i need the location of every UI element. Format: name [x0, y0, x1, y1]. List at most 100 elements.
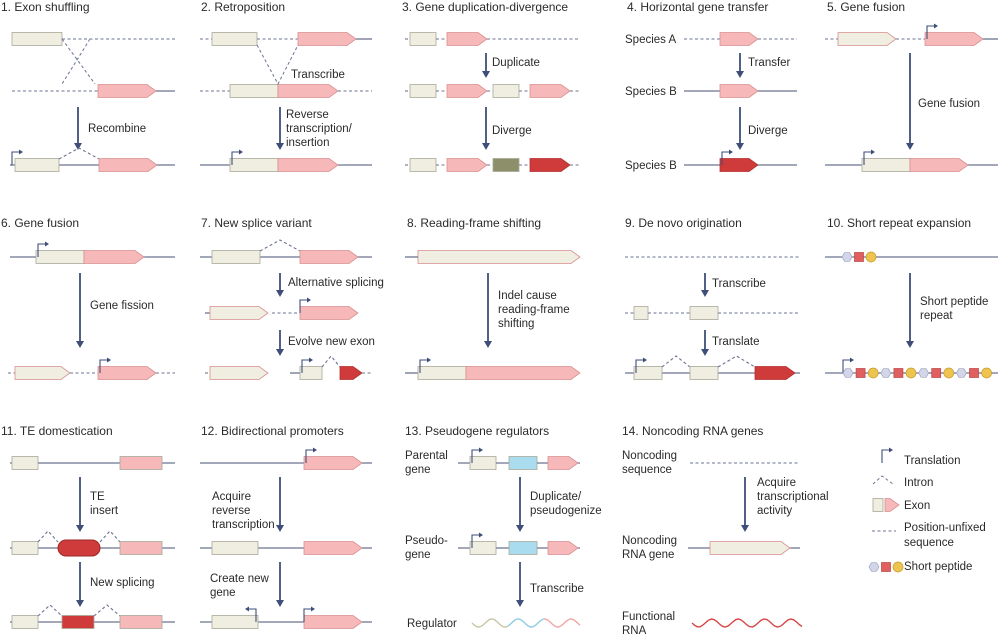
process-label: Evolve new exon — [288, 336, 375, 348]
translation-arrow — [248, 608, 257, 622]
panel-title: 7. New splice variant — [201, 216, 312, 230]
legend-exon-label: Exon — [904, 500, 930, 512]
process-label: Transfer — [748, 57, 791, 69]
exon-box — [689, 306, 719, 320]
process-label: Reverse — [286, 109, 329, 121]
translation-arrow — [99, 359, 108, 373]
peptide-square — [854, 252, 864, 262]
exon-box — [409, 32, 437, 46]
process-label: TE — [90, 491, 105, 503]
process-label: Indel cause — [498, 290, 557, 302]
translation-arrow-head — [239, 149, 243, 155]
regulator-rna — [471, 618, 509, 628]
diagram-shapes — [8, 23, 998, 629]
process-label: sequence — [622, 464, 672, 476]
translation-arrow — [926, 25, 935, 39]
translation-arrow-head — [729, 149, 733, 155]
panel-title: 14. Noncoding RNA genes — [622, 424, 763, 438]
process-label: gene — [405, 549, 431, 561]
process-label: Noncoding — [622, 535, 677, 547]
process-label: Regulator — [407, 618, 457, 630]
exon-arrow — [277, 84, 339, 98]
translation-arrow — [301, 359, 310, 373]
exon-arrow — [299, 306, 359, 320]
process-label: Create new — [210, 573, 270, 585]
process-label: pseudogenize — [530, 505, 602, 517]
process-arrow-head — [736, 71, 744, 78]
process-arrow-head — [76, 525, 84, 532]
translation-arrow — [231, 151, 240, 165]
exon-box — [492, 158, 520, 172]
process-arrow-head — [276, 525, 284, 532]
translation-arrow — [37, 243, 46, 257]
process-label: Duplicate — [492, 57, 540, 69]
process-arrow-head — [906, 143, 914, 150]
exon-arrow — [299, 250, 359, 264]
exon-box — [299, 366, 323, 380]
panel-title: 2. Retroposition — [201, 0, 285, 14]
peptide-square — [969, 368, 979, 378]
process-arrow-head — [736, 143, 744, 150]
exon-box — [508, 541, 538, 555]
exon-arrow — [709, 541, 791, 555]
exon-arrow — [209, 366, 269, 380]
exon-box — [11, 456, 39, 470]
exon-box — [11, 32, 63, 46]
legend-position-unfixed-label: Position-unfixed — [904, 522, 986, 534]
translation-arrow — [635, 359, 644, 373]
peptide-hexagon — [880, 368, 892, 378]
exon-arrow — [83, 250, 145, 264]
regulator-rna — [544, 618, 581, 628]
exon-box — [11, 541, 39, 555]
panel-title: 13. Pseudogene regulators — [405, 424, 549, 438]
exon-box — [229, 84, 279, 98]
intron — [256, 44, 299, 86]
exon-box — [633, 366, 663, 380]
exon-arrow — [339, 366, 363, 380]
translation-arrow — [881, 449, 890, 463]
process-label: Acquire — [212, 491, 251, 503]
translation-arrow-head — [934, 23, 938, 29]
process-label: Acquire — [757, 477, 796, 489]
translation-arrow-head — [871, 149, 875, 155]
exon-arrow — [417, 250, 581, 264]
intron — [99, 530, 121, 543]
exon-arrow — [303, 541, 363, 555]
panel-title: 5. Gene fusion — [827, 0, 905, 14]
exon-box — [211, 541, 259, 555]
process-arrow-head — [276, 290, 284, 297]
process-label: repeat — [920, 310, 953, 322]
exon-box — [417, 366, 467, 380]
exon-box — [35, 250, 85, 264]
translation-arrow-head — [479, 447, 483, 453]
process-label: Alternative splicing — [288, 277, 384, 289]
exon-arrow — [909, 158, 969, 172]
translation-arrow-head — [643, 357, 647, 363]
exon-box — [633, 306, 649, 320]
exon-box — [409, 158, 437, 172]
process-label: New splicing — [90, 577, 155, 589]
process-arrow-head — [741, 525, 749, 532]
regulator-rna — [507, 618, 545, 628]
panel-title: 12. Bidirectional promoters — [201, 424, 344, 438]
translation-arrow-head — [19, 149, 23, 155]
panel-title: 6. Gene fusion — [1, 216, 79, 230]
peptide-square — [931, 368, 942, 378]
exon-box — [211, 615, 259, 629]
exon-arrow — [303, 615, 363, 629]
exon-arrow — [446, 84, 488, 98]
peptide-hexagon — [868, 562, 880, 572]
exon-arrow — [209, 306, 269, 320]
panel-title: 3. Gene duplication-divergence — [402, 0, 568, 14]
exon-arrow — [719, 158, 759, 172]
process-label: activity — [757, 505, 792, 517]
peptide-hexagon — [842, 368, 854, 378]
panel-title: 9. De novo origination — [625, 216, 742, 230]
translation-arrow-head — [245, 606, 249, 612]
translation-arrow — [419, 359, 428, 373]
process-label: Transcribe — [530, 583, 584, 595]
process-label: Transcribe — [712, 278, 766, 290]
process-label: Duplicate/ — [530, 491, 582, 503]
process-label: Diverge — [492, 125, 532, 137]
translation-arrow — [11, 151, 20, 165]
